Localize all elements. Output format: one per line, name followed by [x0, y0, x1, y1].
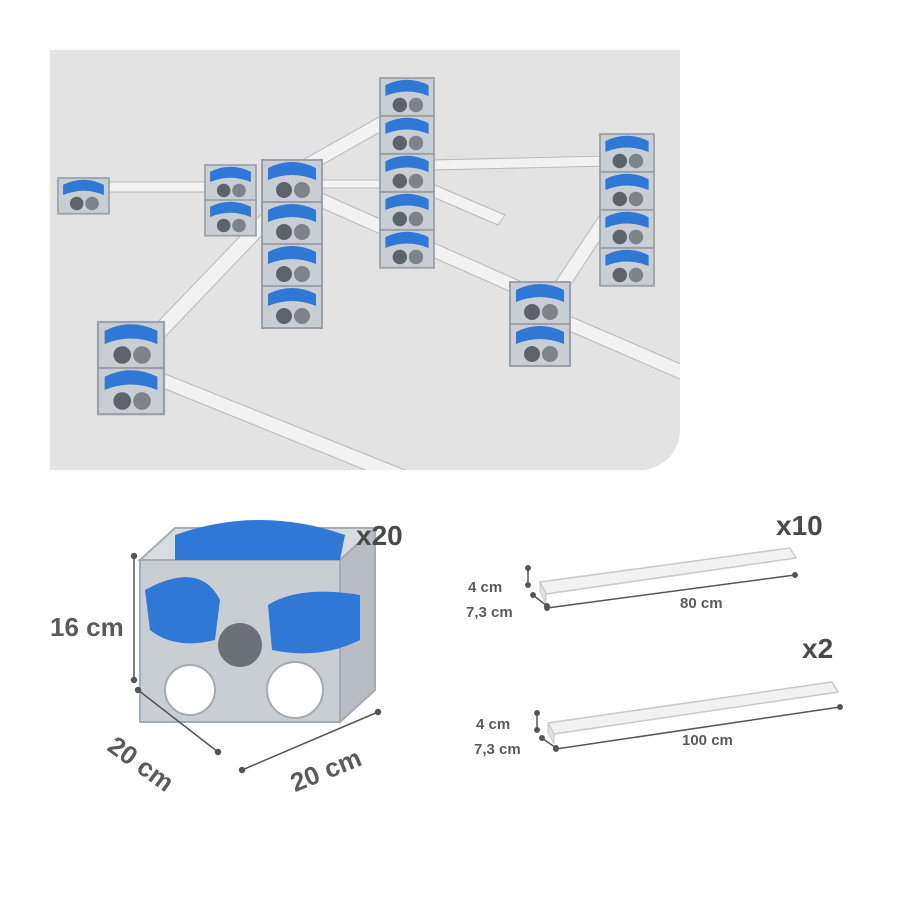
rail-80cm-quantity-label: x10 [776, 510, 823, 541]
rail-80cm-dimension-lines [525, 565, 798, 611]
rail-80cm-illustration [538, 547, 798, 605]
cube-quantity-label: x20 [356, 520, 403, 551]
rail-100cm-quantity-label: x2 [802, 633, 834, 664]
rail-100cm-width-label: 7,3 cm [474, 741, 521, 758]
rail-100cm-dimension-lines [534, 704, 843, 752]
marble-run-scene-illustration [57, 77, 680, 470]
marble-run-scene-panel [50, 50, 680, 470]
rail-80cm-height-label: 4 cm [468, 579, 503, 596]
cube-height-label: 16 cm [50, 612, 124, 642]
cube-dimension-lines [130, 552, 382, 774]
rail-100cm-illustration [546, 681, 840, 745]
rail-80cm-width-label: 7,3 cm [466, 604, 513, 621]
rail-80cm-length-label: 80 cm [680, 595, 723, 612]
rail-100cm-length-label: 100 cm [682, 732, 733, 749]
cube-block-illustration [137, 520, 378, 725]
rail-100cm-height-label: 4 cm [476, 716, 511, 733]
